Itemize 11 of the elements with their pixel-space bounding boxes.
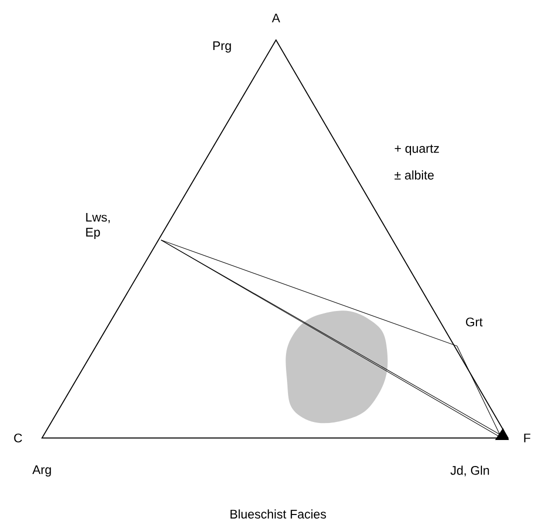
- note: ± albite: [394, 170, 434, 180]
- caption: Blueschist Facies: [230, 509, 326, 519]
- mineral-label: Lws, Ep: [86, 212, 110, 240]
- vertex-label: F: [524, 434, 530, 442]
- vertex-label: C: [14, 434, 22, 442]
- mineral-label: Arg: [32, 465, 51, 477]
- note: + quartz: [394, 144, 439, 156]
- vertex-label: A: [272, 14, 280, 22]
- mineral-label: Jd, Gln: [450, 466, 489, 476]
- mineral-label: Grt: [466, 318, 483, 326]
- mineral-label: Prg: [213, 41, 231, 53]
